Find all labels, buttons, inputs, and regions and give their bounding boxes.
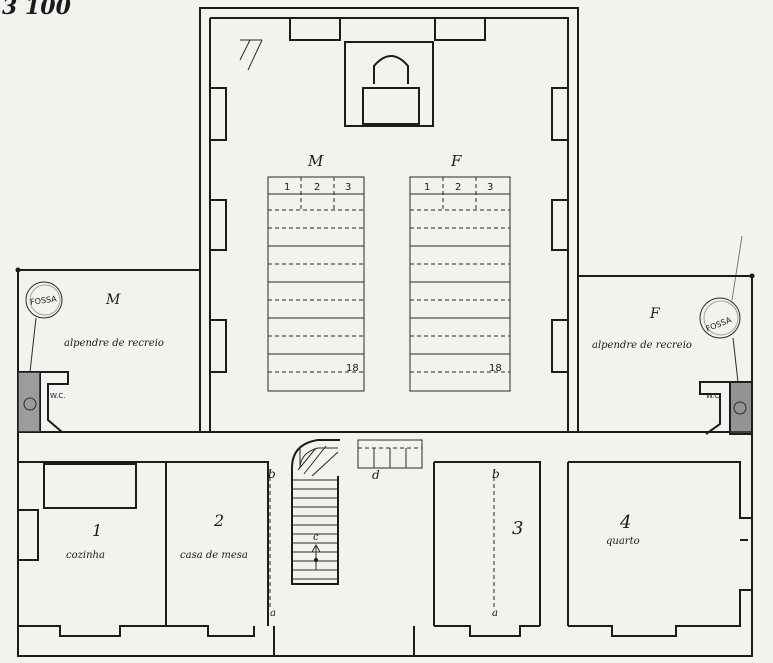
marker-d: d [372,468,380,482]
marker-a-right: a [492,608,498,619]
room-3-number: 3 [512,518,523,539]
left-wing-letter: M [105,292,121,308]
stair-winder [297,447,317,471]
seat-number-f-3: 3 [487,182,493,193]
teacher-platform [344,41,434,127]
room-4-label: quarto [606,536,640,547]
room-1-label: cozinha [66,550,105,561]
right-wing-label: alpendre de recreio [592,340,692,351]
marker-a: a [270,608,276,619]
seat-number-m-1: 1 [284,182,290,193]
stair-winder [311,451,339,477]
last-row-number-m: 18 [346,363,359,374]
desk-group-m: M 1 2 3 18 [267,152,365,392]
left-fossa [25,281,63,319]
right-wing: W.C. FOSSA F alpendre de recreio [578,235,755,435]
room-4-number: 4 [619,512,631,533]
marker-b-top-left: b [268,467,276,481]
staircase: c [291,439,340,585]
desk-group-m-letter: M [307,152,324,170]
marker-b: b [492,467,500,481]
left-wc-label: W.C. [50,392,65,400]
right-wc-label: W.C. [706,392,721,400]
sheet-number: 3 100 [2,0,72,20]
seat-number-m-2: 2 [314,182,320,193]
left-wing-label: alpendre de recreio [64,338,164,349]
stair-winder [303,445,327,475]
right-fossa-label: FOSSA [705,315,734,334]
marker-c: c [313,532,319,543]
right-wing-letter: F [649,306,661,322]
left-fossa-label: FOSSA [30,294,58,307]
residence-block: a b b a [17,432,753,657]
room-2-number: 2 [213,511,224,530]
room-1-number: 1 [92,521,102,540]
right-fossa [699,297,741,339]
seat-number-m-3: 3 [345,182,351,193]
desk-group-f-letter: F [450,152,462,170]
last-row-number-f: 18 [489,363,502,374]
seat-number-f-2: 2 [455,182,461,193]
seat-number-f-1: 1 [424,182,430,193]
classroom-block [199,7,579,433]
room-2-label: casa de mesa [180,550,248,561]
left-wing: W.C. FOSSA M alpendre de recreio [15,267,200,433]
desk-group-f: F 1 2 3 18 [409,152,511,392]
entry-steps: d [357,439,423,482]
